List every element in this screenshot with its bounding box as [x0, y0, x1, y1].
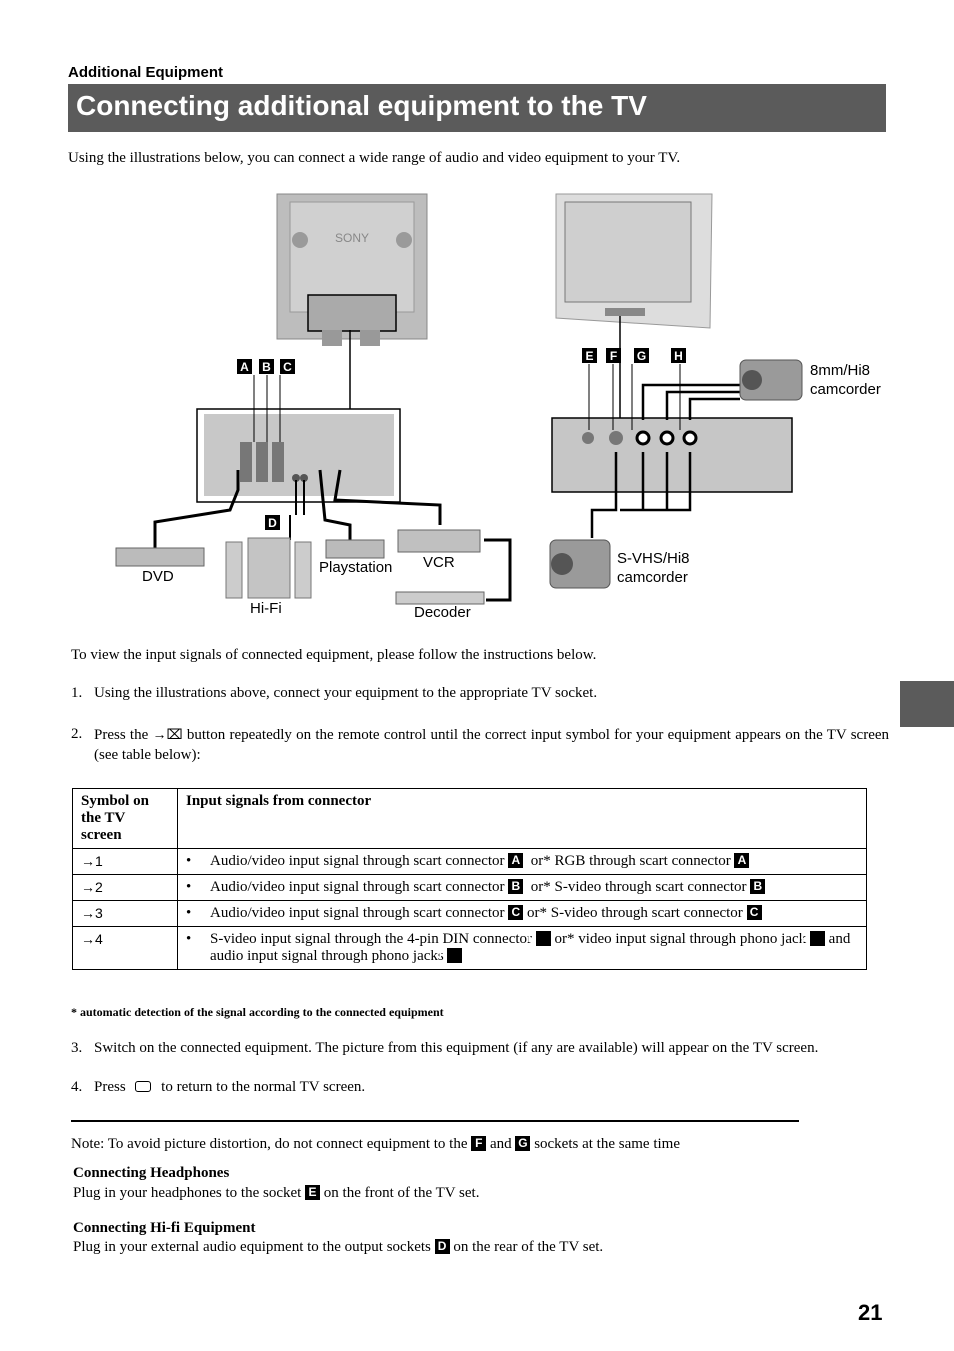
- footnote: * automatic detection of the signal acco…: [71, 1005, 444, 1019]
- divider: [71, 1120, 799, 1122]
- decoder-unit: [395, 591, 485, 605]
- page-title: Connecting additional equipment to the T…: [76, 90, 647, 121]
- step-4-number: 4.: [71, 1079, 83, 1095]
- hifi-text: Plug in your external audio equipment to…: [73, 1239, 604, 1255]
- section-label: Additional Equipment: [68, 64, 223, 81]
- instructions-intro: To view the input signals of connected e…: [71, 647, 597, 663]
- label-vcr: VCR: [423, 554, 455, 571]
- tv-button-icon: [135, 1081, 152, 1092]
- hifi-unit: [247, 537, 291, 599]
- label-svhs-line1: S-VHS/Hi8: [617, 550, 690, 567]
- playstation-console: [325, 539, 385, 559]
- label-hifi: Hi-Fi: [250, 600, 282, 617]
- connection-diagram: SONY A B C D DVD Hi-Fi Playstation VCR D…: [115, 193, 881, 621]
- title-bar: Connecting additional equipment to the T…: [68, 84, 886, 132]
- input-icon: →: [81, 853, 95, 869]
- camcorder-8mm: [739, 359, 803, 401]
- letter-A: A: [240, 360, 249, 374]
- table-header-signals: Input signals from connector: [177, 788, 867, 849]
- step-1-number: 1.: [71, 685, 83, 701]
- note-text: Note: To avoid picture distortion, do no…: [71, 1136, 680, 1152]
- step-2-number: 2.: [71, 726, 83, 742]
- headphones-heading: Connecting Headphones: [73, 1165, 230, 1181]
- label-playstation: Playstation: [319, 559, 392, 576]
- step-3-text: Switch on the connected equipment. The p…: [94, 1040, 819, 1056]
- input-icon: →: [81, 879, 95, 895]
- table-row: →1 •Audio/video input signal through sca…: [72, 848, 867, 875]
- step-2-text: Press the →⌧ button repeatedly on the re…: [94, 726, 890, 763]
- letter-G: G: [637, 349, 646, 363]
- camcorder-svhs: [549, 539, 611, 589]
- hifi-speaker-right: [294, 541, 312, 599]
- label-decoder: Decoder: [414, 604, 471, 621]
- front-panel: [551, 417, 793, 493]
- letter-D: D: [268, 516, 277, 530]
- hifi-heading: Connecting Hi-fi Equipment: [73, 1220, 256, 1236]
- input-icon: →: [81, 931, 95, 947]
- intro-text: Using the illustrations below, you can c…: [68, 150, 681, 166]
- hifi-speaker-left: [225, 541, 243, 599]
- tv-front-illustration: [555, 193, 713, 329]
- label-8mm-line2: camcorder: [810, 381, 881, 398]
- table-row: →3 •Audio/video input signal through sca…: [72, 900, 867, 927]
- label-svhs-line2: camcorder: [617, 569, 688, 586]
- letter-B: B: [262, 360, 271, 374]
- headphones-text: Plug in your headphones to the socket E …: [73, 1185, 480, 1201]
- letter-F: F: [610, 349, 617, 363]
- letter-H: H: [674, 349, 683, 363]
- label-8mm-line1: 8mm/Hi8: [810, 362, 870, 379]
- letter-E: E: [585, 349, 593, 363]
- table-row: →2 •Audio/video input signal through sca…: [72, 874, 867, 901]
- step-4-text: Press to return to the normal TV screen.: [94, 1079, 366, 1095]
- dvd-player: [115, 547, 205, 567]
- input-icon: →: [81, 905, 95, 921]
- vcr-unit: [397, 529, 481, 553]
- table-row: →4 •S-video input signal through the 4-p…: [72, 926, 867, 970]
- side-tab: [900, 681, 954, 727]
- tv-brand: SONY: [335, 231, 369, 245]
- page-number: 21: [858, 1300, 883, 1325]
- step-1-text: Using the illustrations above, connect y…: [94, 685, 598, 701]
- rear-panel: [196, 408, 401, 503]
- tv-rear-illustration: SONY: [276, 193, 428, 346]
- input-select-icon: →⌧: [152, 726, 183, 742]
- table-header-symbol: Symbol on the TV screen: [72, 788, 178, 849]
- step-3-number: 3.: [71, 1040, 83, 1056]
- letter-C: C: [283, 360, 292, 374]
- input-signal-table: Symbol on the TV screen Input signals fr…: [72, 788, 867, 970]
- label-dvd: DVD: [142, 568, 174, 585]
